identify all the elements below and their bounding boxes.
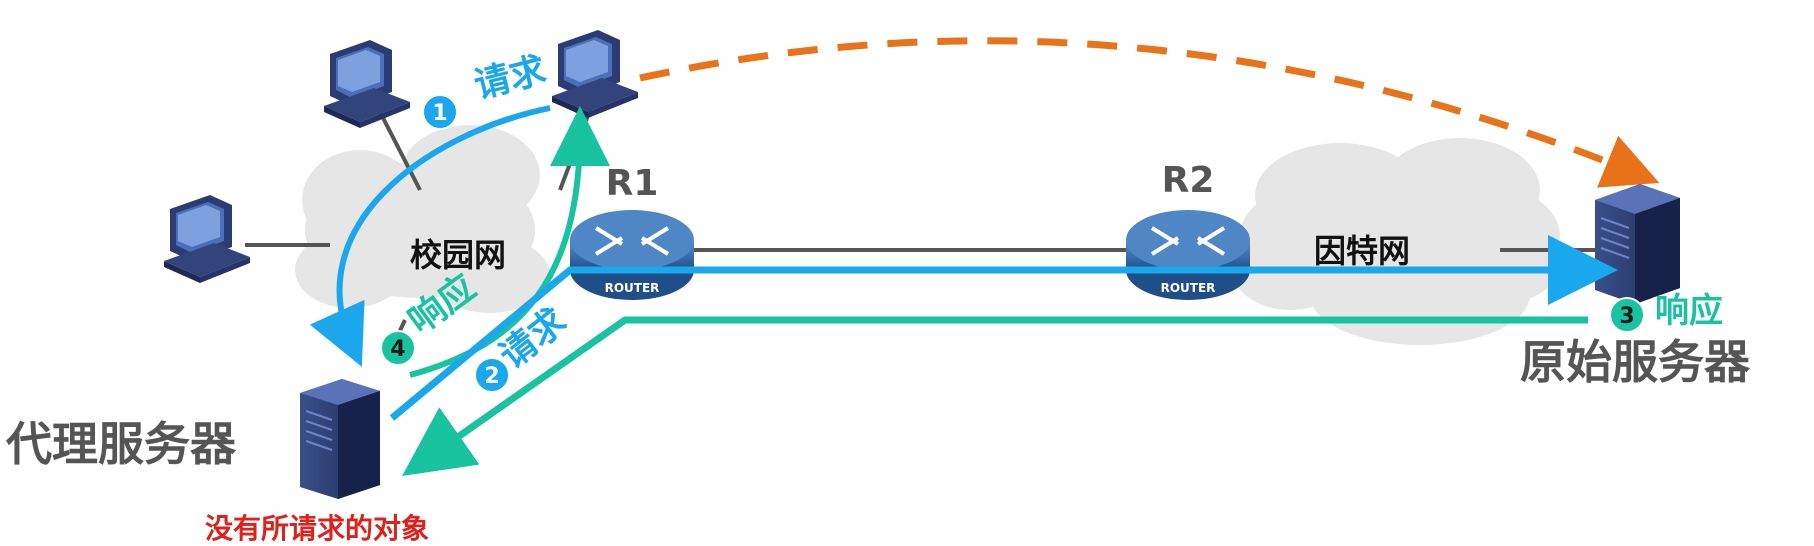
step-4-badge: 4 xyxy=(380,330,416,366)
proxy-server-icon xyxy=(300,379,380,499)
step-2-badge: 2 xyxy=(474,357,510,393)
step-1-number: 1 xyxy=(432,101,447,126)
step-3-number: 3 xyxy=(1619,304,1634,329)
internet-label: 因特网 xyxy=(1314,232,1410,270)
pc-icon-top-left xyxy=(324,40,410,128)
request-arrow-2 xyxy=(389,235,1618,421)
no-object-label: 没有所请求的对象 xyxy=(205,512,429,545)
proxy-server-label: 代理服务器 xyxy=(5,417,237,471)
router-r1-text: ROUTER xyxy=(605,281,660,295)
direct-dashed-arrow xyxy=(639,37,1660,188)
router-r1-icon: ROUTER xyxy=(570,210,694,300)
router-r2-icon: ROUTER xyxy=(1126,210,1250,300)
origin-server-label: 原始服务器 xyxy=(1520,335,1751,389)
response-arrow-3 xyxy=(402,316,1588,477)
campus-network-label: 校园网 xyxy=(410,236,506,274)
step-3-badge: 3 xyxy=(1609,297,1645,333)
origin-server-icon xyxy=(1595,184,1680,304)
router-r1-label: R1 xyxy=(606,163,659,204)
router-r2-label: R2 xyxy=(1162,160,1215,201)
campus-cloud xyxy=(295,125,550,313)
pc-icon-left xyxy=(164,195,250,283)
step-2-number: 2 xyxy=(484,364,499,389)
step-1-badge: 1 xyxy=(422,94,458,130)
request-arrow-1 xyxy=(309,105,551,367)
step-4-number: 4 xyxy=(390,337,405,362)
pc-icon-top-right xyxy=(552,30,638,118)
step-3-label: 响应 xyxy=(1655,291,1723,331)
router-r2-text: ROUTER xyxy=(1161,281,1216,295)
step-1-label: 请求 xyxy=(470,50,550,107)
